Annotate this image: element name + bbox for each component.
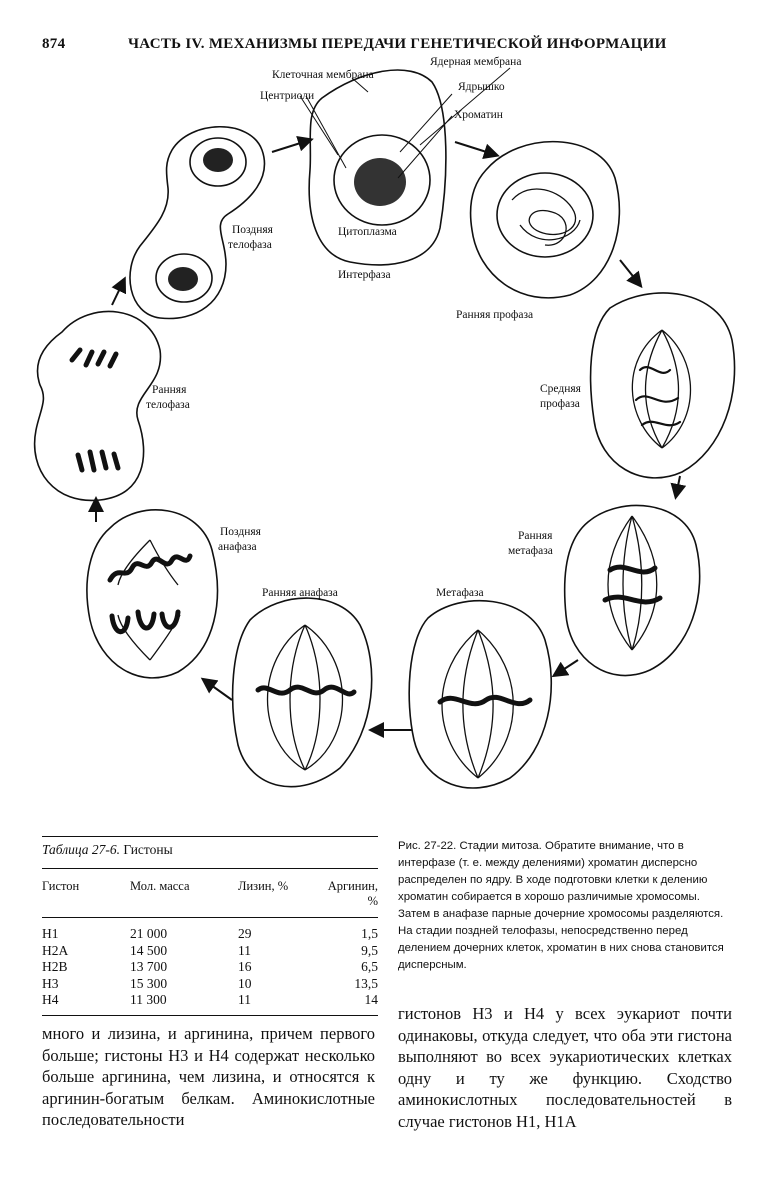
early-metaphase-chromosomes (605, 567, 660, 602)
label-early-metaphase-2: метафаза (508, 545, 553, 557)
label-middle-prophase-1: Средняя (540, 383, 582, 395)
col-header-lysine: Лизин, % (238, 879, 318, 917)
arrow-interphase-to-early-prophase (455, 142, 496, 155)
metaphase-cell (409, 601, 551, 788)
cell-lysine: 11 (238, 992, 318, 1009)
early-telophase-chromosomes-top (72, 350, 116, 366)
label-interphase: Интерфаза (338, 269, 391, 281)
table-row: H2A 14 500 11 9,5 (42, 943, 378, 960)
figure-caption: Рис. 27-22. Стадии митоза. Обратите вним… (398, 838, 733, 974)
cell-histone: H4 (42, 992, 130, 1009)
early-anaphase-chromosomes (258, 687, 354, 694)
cell-histone: H1 (42, 926, 130, 943)
table-row: H2B 13 700 16 6,5 (42, 959, 378, 976)
label-early-metaphase-1: Ранняя (518, 530, 553, 542)
table-row: H1 21 000 29 1,5 (42, 926, 378, 943)
cell-lysine: 11 (238, 943, 318, 960)
body-text-left: много и лизина, и аргинина, причем перво… (42, 1023, 375, 1131)
label-late-telophase-2: телофаза (228, 239, 272, 251)
arrow-early-metaphase-to-metaphase (555, 660, 578, 675)
cell-arginine: 14 (318, 992, 378, 1009)
table-title-text: Гистоны (120, 842, 173, 857)
cell-histone: H2A (42, 943, 130, 960)
cell-histone: H3 (42, 976, 130, 993)
label-early-anaphase: Ранняя анафаза (262, 587, 338, 599)
label-early-telophase-2: телофаза (146, 399, 190, 411)
cell-arginine: 6,5 (318, 959, 378, 976)
cell-mass: 13 700 (130, 959, 238, 976)
early-telophase-cell (35, 311, 161, 500)
late-telophase-chromatin-top (203, 148, 233, 172)
middle-prophase-chromosomes (636, 367, 680, 425)
middle-prophase-cell (591, 293, 735, 478)
table-header: Гистон Мол. масса Лизин, % Аргинин, % (42, 879, 378, 917)
label-nucleolus: Ядрышко (458, 81, 505, 93)
early-prophase-chromosomes (512, 189, 580, 245)
cell-lysine: 10 (238, 976, 318, 993)
label-late-telophase-1: Поздняя (232, 224, 274, 236)
arrow-early-anaphase-to-late-anaphase (204, 680, 232, 700)
early-anaphase-spindle (268, 625, 343, 770)
cell-lysine: 16 (238, 959, 318, 976)
table-title: Таблица 27-6. Гистоны (42, 842, 378, 858)
label-late-anaphase-1: Поздняя (220, 526, 262, 538)
col-header-arginine: Аргинин, % (318, 879, 378, 917)
cell-mass: 21 000 (130, 926, 238, 943)
label-metaphase: Метафаза (436, 587, 484, 599)
label-middle-prophase-2: профаза (540, 398, 580, 410)
mitosis-figure: Клеточная мембрана Ядерная мембрана Ядры… (0, 0, 776, 830)
table-row: H3 15 300 10 13,5 (42, 976, 378, 993)
arrow-early-prophase-to-middle-prophase (620, 260, 640, 285)
histones-table: Таблица 27-6. Гистоны Гистон Мол. масса … (42, 836, 378, 1016)
late-anaphase-chromosomes-bottom (112, 612, 178, 632)
late-anaphase-chromosomes-top (110, 556, 190, 580)
cell-arginine: 1,5 (318, 926, 378, 943)
table-title-number: Таблица 27-6. (42, 842, 120, 857)
cell-mass: 15 300 (130, 976, 238, 993)
early-telophase-chromosomes-bottom (78, 452, 118, 470)
label-cytoplasm: Цитоплазма (338, 226, 397, 238)
label-cell-membrane: Клеточная мембрана (272, 69, 374, 81)
arrow-early-telophase-to-late-telophase (112, 280, 124, 305)
early-metaphase-spindle (608, 516, 657, 650)
metaphase-chromosomes (440, 697, 530, 703)
label-late-anaphase-2: анафаза (218, 541, 257, 553)
early-prophase-nucleus (497, 173, 593, 257)
label-early-telophase-1: Ранняя (152, 384, 187, 396)
label-early-prophase: Ранняя профаза (456, 309, 533, 321)
cell-mass: 14 500 (130, 943, 238, 960)
arrow-late-telophase-to-interphase (272, 140, 310, 152)
early-prophase-cell (471, 142, 620, 298)
arrow-middle-prophase-to-early-metaphase (676, 476, 680, 496)
label-chromatin: Хроматин (454, 109, 503, 121)
interphase-chromatin (354, 158, 406, 206)
cell-arginine: 13,5 (318, 976, 378, 993)
table-row: H4 11 300 11 14 (42, 992, 378, 1009)
cell-arginine: 9,5 (318, 943, 378, 960)
middle-prophase-spindle (632, 330, 690, 448)
cell-mass: 11 300 (130, 992, 238, 1009)
late-telophase-chromatin-bottom (168, 267, 198, 291)
body-text-right: гистонов Н3 и Н4 у всех эукариот почти о… (398, 1003, 732, 1132)
label-centrioles: Центриоли (260, 90, 314, 102)
cell-histone: H2B (42, 959, 130, 976)
cell-lysine: 29 (238, 926, 318, 943)
col-header-mol-mass: Мол. масса (130, 879, 238, 917)
col-header-histone: Гистон (42, 879, 130, 917)
late-anaphase-cell (87, 510, 217, 678)
label-nuclear-membrane: Ядерная мембрана (430, 56, 521, 68)
